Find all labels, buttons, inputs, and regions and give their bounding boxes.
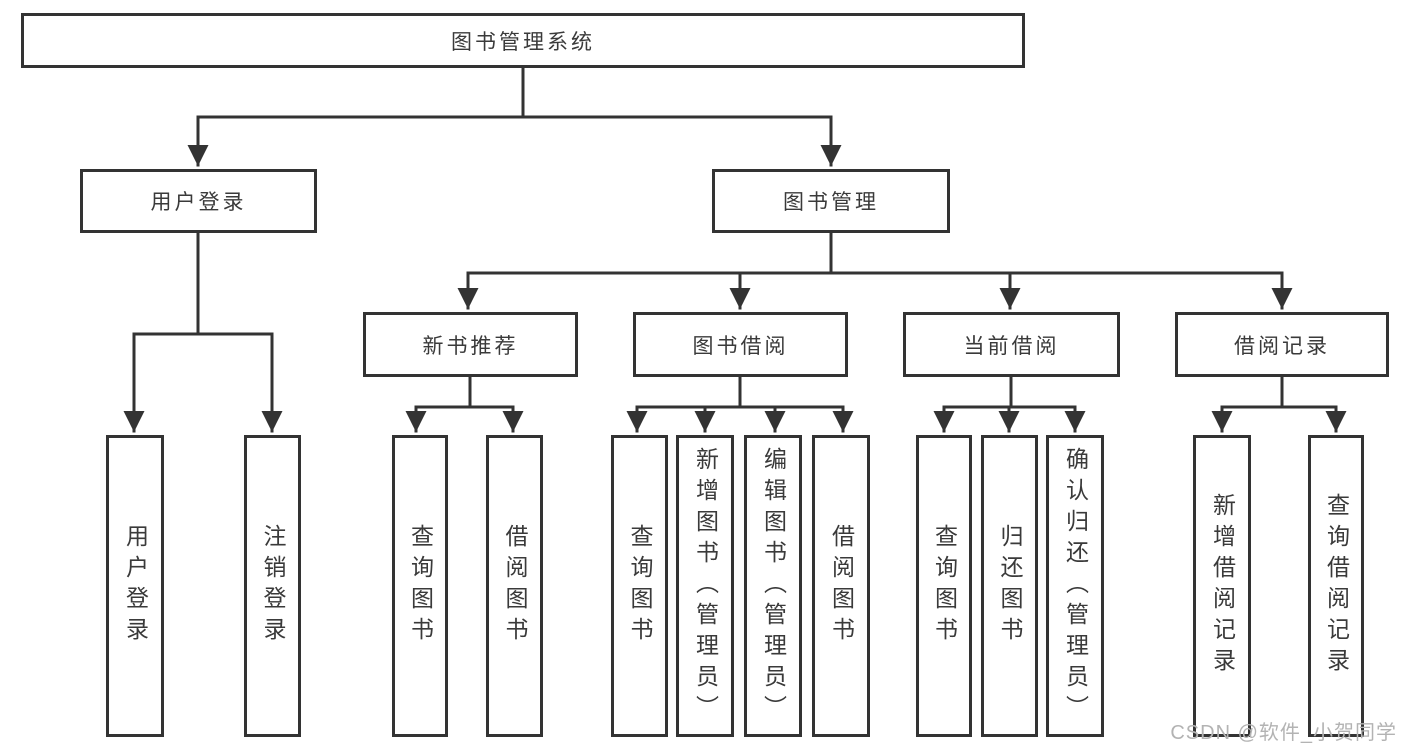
leaf-query-borrow-record: 查询借阅记录 [1308, 435, 1364, 737]
edge-book-mgmt-to-children [457, 231, 1293, 310]
leaf-label: 用户登录 [122, 524, 149, 648]
leaf-user-login: 用户登录 [106, 435, 164, 737]
node-current-borrowing: 当前借阅 [903, 312, 1120, 377]
leaf-query-books-recommend: 查询图书 [392, 435, 448, 737]
node-new-book-recommend: 新书推荐 [363, 312, 578, 377]
leaf-add-borrow-record: 新增借阅记录 [1193, 435, 1251, 737]
node-label: 用户登录 [150, 191, 247, 214]
edge-borrow-record-to-children [1211, 375, 1347, 433]
edge-current-borrow-to-children [933, 375, 1086, 433]
node-book-management: 图书管理 [712, 169, 950, 233]
node-label: 图书管理 [783, 191, 879, 214]
node-label: 图书管理系统 [451, 30, 595, 54]
leaf-return-books: 归还图书 [981, 435, 1038, 737]
leaf-query-books-borrowing: 查询图书 [611, 435, 668, 737]
leaf-label: 查询借阅记录 [1323, 493, 1350, 679]
node-user-login: 用户登录 [80, 169, 317, 233]
leaf-query-books-current: 查询图书 [916, 435, 972, 737]
leaf-label: 注销登录 [260, 524, 286, 648]
leaf-borrow-books-recommend: 借阅图书 [486, 435, 543, 737]
node-borrowing-records: 借阅记录 [1175, 312, 1389, 377]
leaf-label: 借阅图书 [828, 524, 855, 648]
node-label: 当前借阅 [963, 334, 1060, 358]
leaf-logout: 注销登录 [244, 435, 301, 737]
leaf-label: 查询图书 [407, 524, 434, 648]
leaf-borrow-books: 借阅图书 [812, 435, 870, 737]
leaf-label: 查询图书 [931, 524, 958, 648]
node-label: 借阅记录 [1234, 334, 1330, 358]
leaf-edit-books-admin: 编辑图书（管理员） [744, 435, 802, 737]
leaf-add-books-admin: 新增图书（管理员） [676, 435, 734, 737]
edge-user-login-to-children [123, 231, 283, 433]
leaf-label: 新增借阅记录 [1209, 493, 1236, 679]
node-root-system: 图书管理系统 [21, 13, 1025, 68]
leaf-label: 编辑图书（管理员） [760, 446, 787, 726]
leaf-label: 新增图书（管理员） [692, 446, 719, 726]
node-label: 图书借阅 [692, 334, 789, 358]
leaf-label: 确认归还（管理员） [1062, 446, 1089, 726]
node-book-borrowing: 图书借阅 [633, 312, 848, 377]
leaf-label: 借阅图书 [502, 524, 528, 648]
edge-root-to-children [187, 66, 842, 167]
leaf-label: 归还图书 [997, 524, 1023, 648]
leaf-label: 查询图书 [627, 524, 653, 648]
node-label: 新书推荐 [422, 334, 519, 358]
leaf-confirm-return-admin: 确认归还（管理员） [1046, 435, 1104, 737]
csdn-watermark: CSDN @软件_小贺同学 [1170, 722, 1397, 744]
edge-new-book-to-children [405, 375, 524, 433]
edge-book-borrow-to-children [626, 375, 854, 433]
